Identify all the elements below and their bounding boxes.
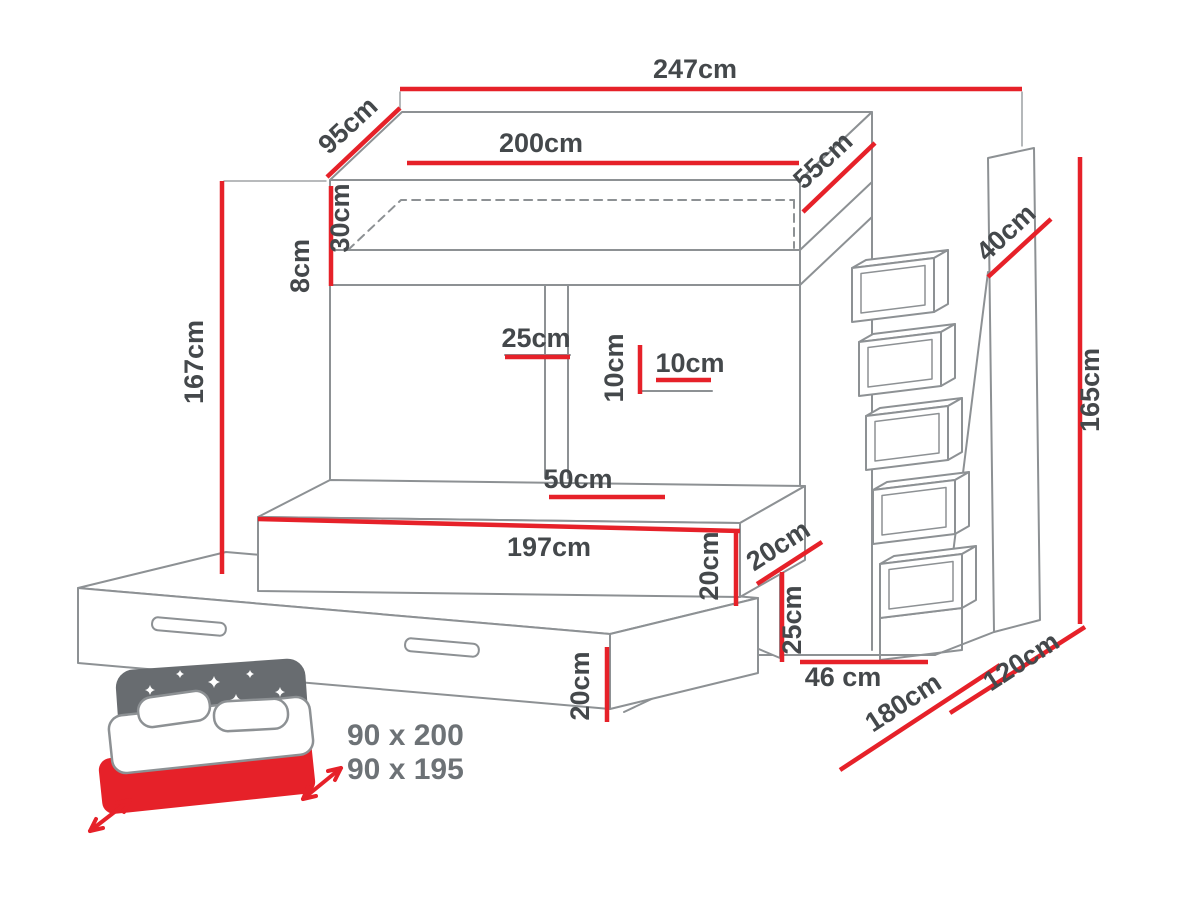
dim-middle-length-197: 197cm [507, 532, 591, 562]
dim-base-depth-120: 120cm [978, 626, 1065, 697]
pillow-left [136, 689, 212, 729]
extension-lines [223, 91, 1023, 182]
storage-staircase [851, 249, 977, 661]
dimension-lines [219, 86, 1087, 772]
mattress-size-labels: 90 x 200 90 x 195 [347, 719, 464, 786]
dimline-120 [948, 625, 1087, 715]
dim-trundle-height-20: 20cm [565, 651, 595, 720]
pillow-right [212, 697, 290, 733]
dim-middle-height-20: 20cm [694, 531, 724, 600]
top-bunk [329, 111, 873, 286]
middle-bed [257, 479, 806, 598]
dim-left-height-167: 167cm [179, 320, 209, 404]
dim-stairs-width-46: 46 cm [805, 662, 882, 692]
pull-direction-arrow-right [301, 766, 343, 801]
dim-shelf-depth-10: 10cm [655, 348, 724, 378]
dimline-40 [986, 217, 1053, 279]
dimline-95 [325, 106, 402, 179]
dim-rail-height-30: 30cm [325, 183, 355, 252]
mattress-size-bottom: 90 x 195 [347, 753, 464, 786]
dim-top-width-247: 247cm [653, 54, 737, 84]
dim-step-height-25: 25cm [777, 585, 807, 654]
trundle-bed-icon [88, 658, 343, 833]
dim-shelf-gap-10: 10cm [599, 333, 629, 402]
dimline-55 [801, 141, 877, 214]
mattress-size-top: 90 x 200 [347, 719, 464, 752]
pull-direction-arrow-left [88, 798, 132, 833]
dim-bed-length-200: 200cm [499, 128, 583, 158]
dimline-197 [257, 516, 741, 534]
dim-shelf-width-25: 25cm [501, 323, 570, 353]
furniture-outline [77, 91, 1041, 713]
dim-shelf-offset-50: 50cm [543, 464, 612, 494]
dim-panel-height-165: 165cm [1075, 348, 1105, 432]
dimline-180 [838, 663, 1002, 772]
dimline-20-step [755, 540, 824, 586]
dim-frame-height-8: 8cm [285, 239, 315, 293]
